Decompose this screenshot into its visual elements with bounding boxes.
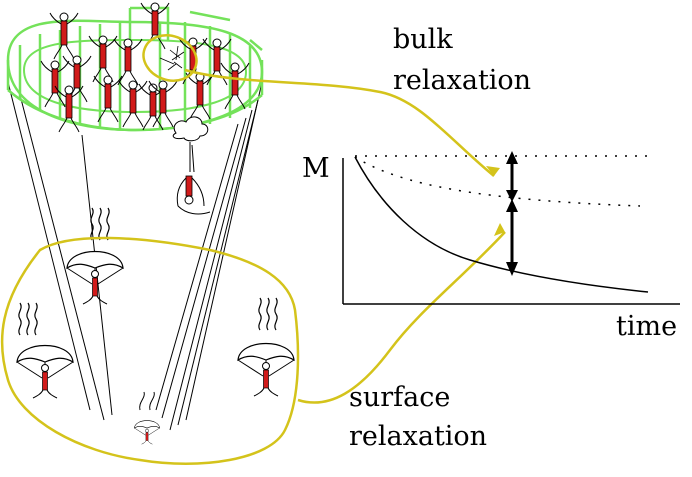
bulk-double-arrow xyxy=(506,151,518,202)
spark-burst xyxy=(159,45,185,71)
relaxation-graph xyxy=(342,151,680,305)
y-axis-label: M xyxy=(302,153,330,184)
jumping-person xyxy=(172,116,211,215)
surface-label-line1: surface xyxy=(349,382,451,413)
total-curve xyxy=(354,156,649,293)
bulk-label-line2: relaxation xyxy=(393,65,532,96)
surface-arrow-head xyxy=(494,223,505,236)
x-axis-label: time xyxy=(616,311,678,342)
bulk-arrow-head xyxy=(486,166,500,176)
cone-outline xyxy=(7,81,263,431)
bulk-curve-dotted xyxy=(354,156,641,207)
surface-label-line2: relaxation xyxy=(349,421,488,452)
bulk-callout xyxy=(142,34,495,177)
surface-callout xyxy=(0,231,506,465)
surface-double-arrow xyxy=(506,199,518,276)
parachutists xyxy=(16,207,295,445)
bulk-label-line1: bulk xyxy=(393,24,453,55)
